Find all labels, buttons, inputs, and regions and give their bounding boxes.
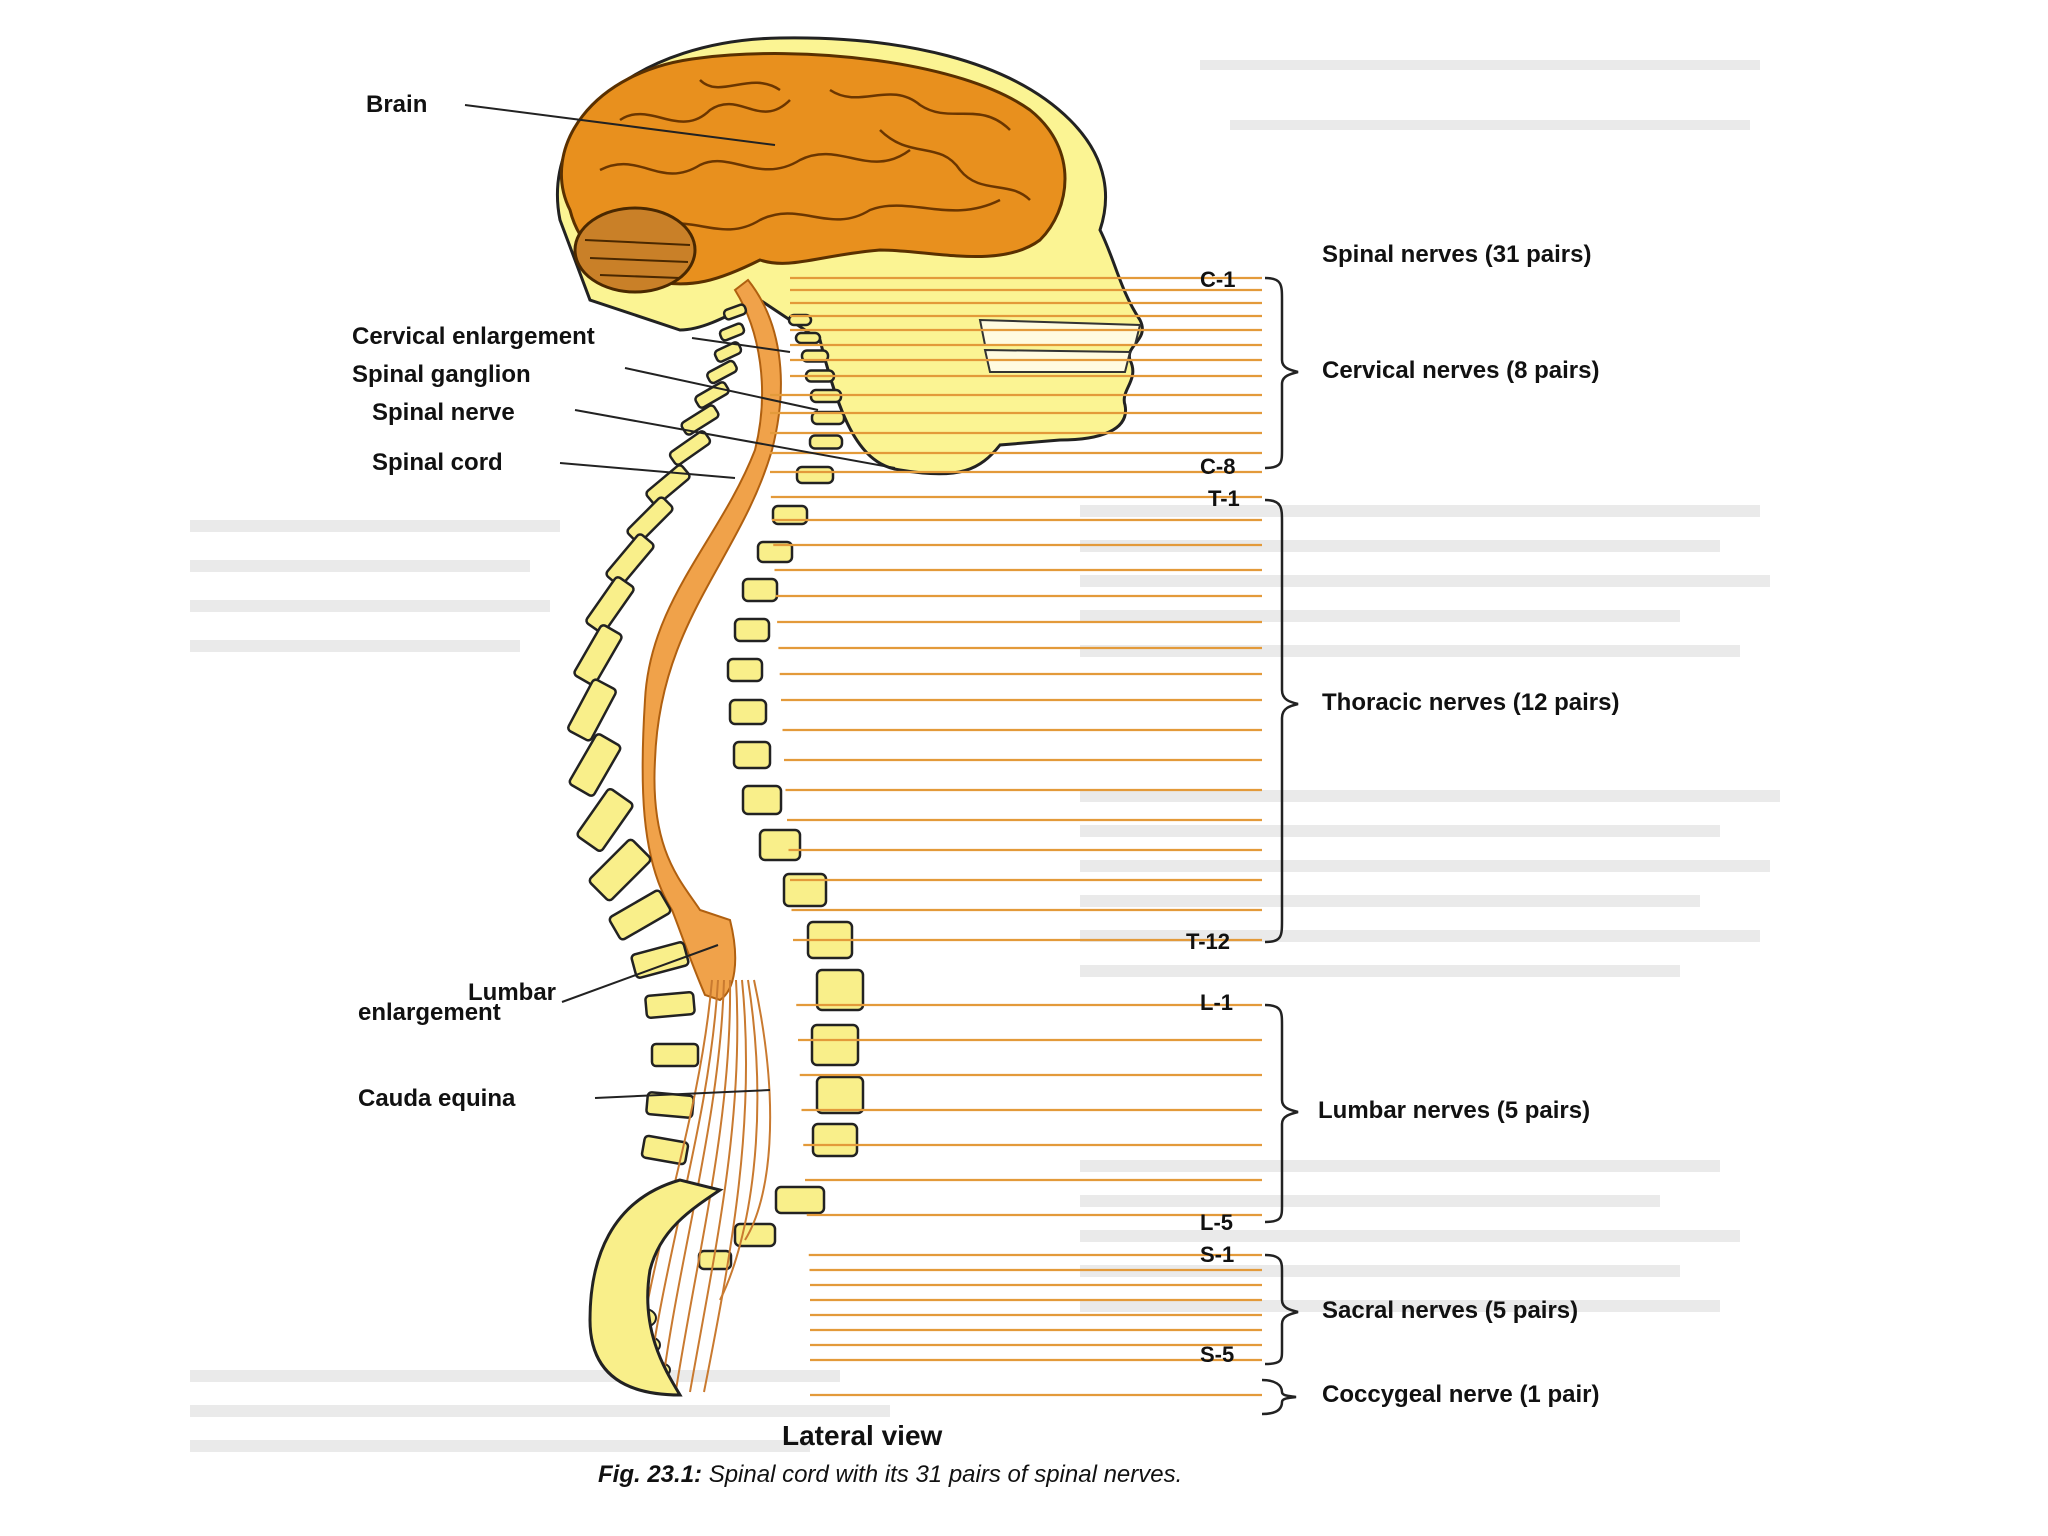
vertebral-process bbox=[797, 467, 833, 483]
segment-label-l1: L-1 bbox=[1200, 990, 1233, 1015]
segment-label-c1: C-1 bbox=[1200, 267, 1235, 292]
brace-coccygeal bbox=[1262, 1380, 1296, 1414]
vertebral-process bbox=[812, 1025, 858, 1065]
view-title: Lateral view bbox=[782, 1420, 943, 1451]
vertebral-body bbox=[641, 1135, 688, 1164]
brace-lumbar bbox=[1265, 1005, 1298, 1222]
segment-label-l5: L-5 bbox=[1200, 1210, 1233, 1235]
group-label-spinal-nerves: Spinal nerves (31 pairs) bbox=[1322, 241, 1591, 268]
vertebral-body bbox=[573, 624, 623, 686]
brace-thoracic bbox=[1265, 500, 1298, 942]
group-label-cervical: Cervical nerves (8 pairs) bbox=[1322, 357, 1600, 384]
vertebral-process bbox=[728, 659, 762, 681]
vertebral-process bbox=[735, 619, 769, 641]
group-label-lumbar: Lumbar nerves (5 pairs) bbox=[1318, 1097, 1590, 1124]
segment-label-s1: S-1 bbox=[1200, 1242, 1234, 1267]
segment-label-s5: S-5 bbox=[1200, 1342, 1234, 1367]
cerebellum bbox=[575, 208, 695, 292]
vertebral-body bbox=[605, 533, 655, 587]
figure-caption-text: Spinal cord with its 31 pairs of spinal … bbox=[702, 1461, 1182, 1488]
group-label-coccygeal: Coccygeal nerve (1 pair) bbox=[1322, 1381, 1599, 1408]
vertebral-body bbox=[645, 992, 695, 1018]
vertebral-process bbox=[776, 1187, 824, 1213]
vertebral-process bbox=[817, 1077, 863, 1113]
vertebral-process bbox=[743, 579, 777, 601]
vertebral-process bbox=[773, 506, 807, 524]
label-lumbar-enlargement-line2: enlargement bbox=[358, 999, 501, 1026]
vertebral-body bbox=[568, 733, 621, 797]
label-spinal-ganglion: Spinal ganglion bbox=[352, 361, 531, 388]
figure-caption: Fig. 23.1: Spinal cord with its 31 pairs… bbox=[598, 1461, 1182, 1488]
group-braces bbox=[1262, 278, 1298, 1414]
sacrum bbox=[590, 1180, 720, 1395]
group-label-thoracic: Thoracic nerves (12 pairs) bbox=[1322, 689, 1619, 716]
vertebral-process bbox=[810, 436, 842, 449]
vertebral-body bbox=[567, 678, 617, 741]
vertebral-process bbox=[796, 333, 820, 343]
figure-number: Fig. 23.1: bbox=[598, 1461, 702, 1488]
segment-label-t12: T-12 bbox=[1186, 929, 1230, 954]
label-brain: Brain bbox=[366, 91, 427, 118]
group-label-sacral: Sacral nerves (5 pairs) bbox=[1322, 1297, 1578, 1324]
label-cervical-enlargement: Cervical enlargement bbox=[352, 323, 595, 350]
vertebral-process bbox=[734, 742, 770, 768]
label-spinal-cord: Spinal cord bbox=[372, 449, 503, 476]
vertebral-process bbox=[743, 786, 781, 814]
label-cauda-equina: Cauda equina bbox=[358, 1085, 516, 1112]
vertebral-body bbox=[608, 889, 671, 941]
vertebral-process bbox=[760, 830, 800, 860]
brace-cervical bbox=[1265, 278, 1298, 468]
vertebral-body bbox=[652, 1044, 698, 1066]
vertebral-process bbox=[784, 874, 826, 906]
vertebral-process bbox=[730, 700, 766, 724]
vertebral-process bbox=[813, 1124, 857, 1156]
vertebral-body bbox=[585, 576, 635, 634]
vertebral-body bbox=[626, 496, 674, 544]
vertebral-body bbox=[719, 322, 745, 341]
vertebral-body bbox=[706, 360, 738, 385]
label-spinal-nerve: Spinal nerve bbox=[372, 399, 515, 426]
segment-label-t1: T-1 bbox=[1208, 486, 1240, 511]
segment-label-c8: C-8 bbox=[1200, 454, 1235, 479]
